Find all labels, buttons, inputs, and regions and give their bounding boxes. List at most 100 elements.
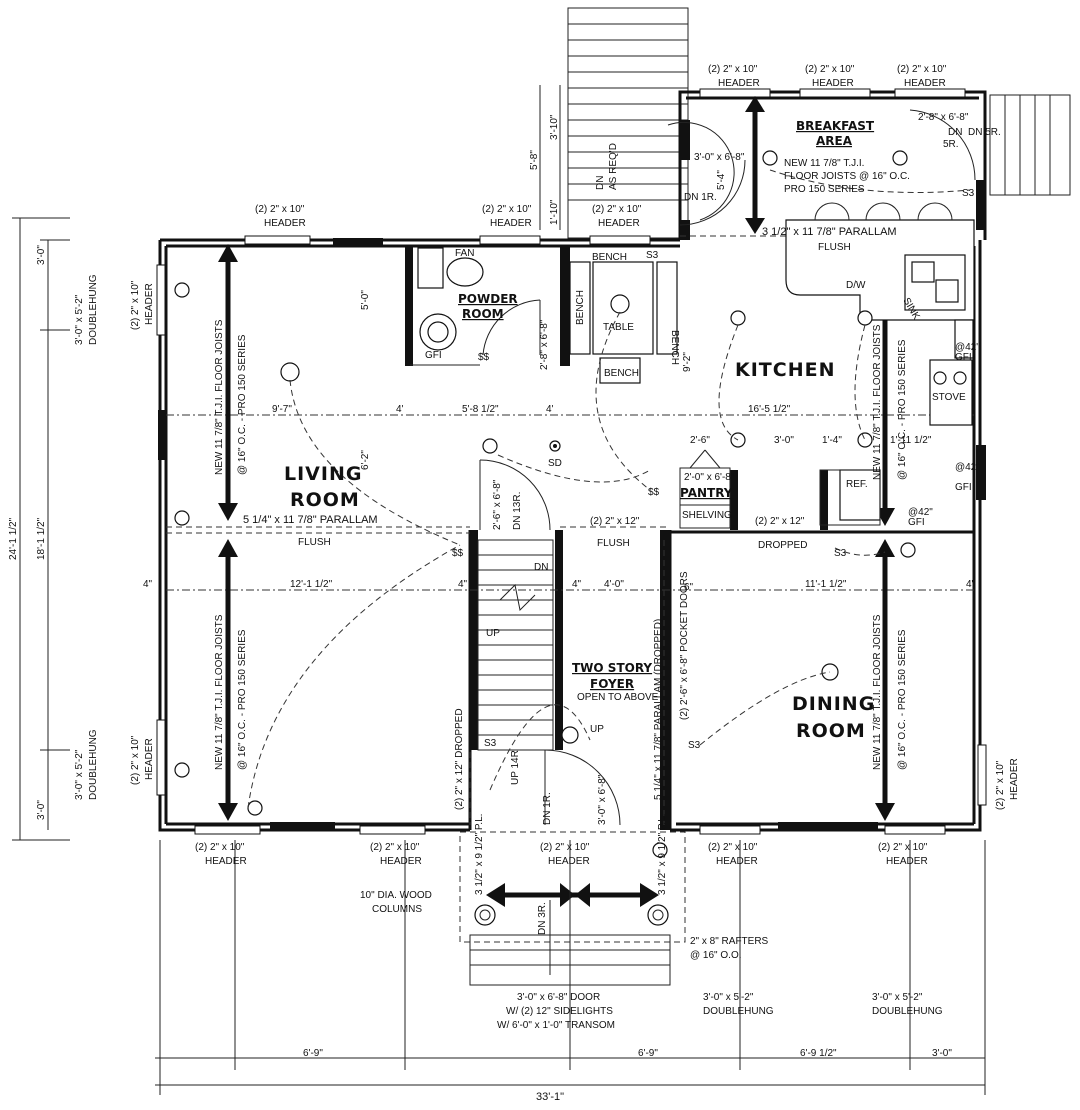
room-labels: LIVING ROOM KITCHEN DINING ROOM POWDER R… [284, 119, 875, 742]
door-side-dn: DN 5R. [968, 127, 1001, 138]
gfi-label-2: GFI [955, 482, 972, 493]
pantry-label: PANTRY [680, 486, 733, 500]
joist-note-breakfast-3: PRO 150 SERIES [784, 184, 865, 195]
joist-note-dining-1: NEW 11 7/8" T.J.I. FLOOR JOISTS [872, 614, 883, 770]
header-right-size: (2) 2" x 10" [995, 760, 1006, 810]
header-label-7: HEADER [205, 856, 247, 867]
joist-note-breakfast-2: FLOOR JOISTS @ 16" O.C. [784, 171, 910, 182]
header-size-11: (2) 2" x 10" [878, 842, 928, 853]
dim-living-w: 9'-7" [272, 404, 292, 415]
flush-label-kitchen: FLUSH [818, 242, 851, 253]
header-label-3: HEADER [598, 218, 640, 229]
header-size-9: (2) 2" x 10" [540, 842, 590, 853]
bench-label-bottom: BENCH [604, 368, 639, 379]
header-size-2: (2) 2" x 10" [482, 204, 532, 215]
dim-26: 2'-6" [690, 435, 710, 446]
header-label-4: HEADER [718, 78, 760, 89]
foyer-label-2: FOYER [590, 677, 634, 691]
powder-room-label-2: ROOM [462, 307, 504, 321]
switch-s3-dining: S3 [834, 548, 847, 559]
header-labels: (2) 2" x 10" HEADER (2) 2" x 10" HEADER … [130, 64, 1020, 867]
side-stairs: DN 5R. [943, 94, 1071, 196]
header-label-10: HEADER [716, 856, 758, 867]
window-bottom-1-label: DOUBLEHUNG [703, 1006, 774, 1017]
table-label: TABLE [603, 322, 634, 333]
joist-note-kitchen-1: NEW 11 7/8" T.J.I. FLOOR JOISTS [872, 324, 883, 480]
pocket-doors-note: (2) 2'-6" x 6'-8" POCKET DOORS [679, 571, 690, 720]
side-stair-dn: DN [948, 127, 962, 138]
beam-dropped-foyer: (2) 2" x 12" DROPPED [454, 708, 465, 810]
header-label-1: HEADER [264, 218, 306, 229]
column-size-left: 3 1/2" x 9 1/2" P.L. [474, 814, 485, 895]
dimension-labels: 33'-1" 24'-1 1/2" 18'-1 1/2" 3'-0" 3'-0"… [8, 114, 976, 1103]
misc-notes: 10" DIA. WOOD COLUMNS 2" x 8" RAFTERS @ … [360, 814, 769, 1031]
stair-dn-label: DN [595, 176, 606, 190]
beam-parallam-main: 5 1/4" x 11 7/8" PARALLAM [243, 514, 378, 526]
joist-note-living-low-1: NEW 11 7/8" T.J.I. FLOOR JOISTS [214, 614, 225, 770]
door-pantry: 2'-0" x 6'-8" [684, 472, 735, 483]
switch-ss-pantry: $$ [648, 487, 660, 498]
foyer-label-1: TWO STORY [572, 661, 652, 675]
wiring [247, 169, 971, 809]
header-label-11: HEADER [886, 856, 928, 867]
dim-30: 3'-0" [774, 435, 794, 446]
gfi-label-powder: GFI [425, 350, 442, 361]
door-front: 3'-0" x 6'-8" [597, 774, 608, 825]
smoke-detector-label: SD [548, 458, 562, 469]
joist-note-living-1: NEW 11 7/8" T.J.I. FLOOR JOISTS [214, 319, 225, 475]
dim-4-kitchen: 4' [546, 404, 554, 415]
dim-310: 3'-10" [549, 114, 560, 140]
dim-left-bottom: 3'-0" [36, 800, 47, 820]
dim-6: 6" [684, 582, 694, 593]
header-label-5: HEADER [812, 78, 854, 89]
columns-note-1: 10" DIA. WOOD [360, 890, 432, 901]
header-size-10: (2) 2" x 10" [708, 842, 758, 853]
window-left-top-label: DOUBLEHUNG [88, 274, 99, 345]
front-door-note-3: W/ 6'-0" x 1'-0" TRANSOM [497, 1020, 615, 1031]
header-2x12-kitchen: (2) 2" x 12" [755, 516, 805, 527]
dim-5: 5'-0" [360, 290, 371, 310]
gfi-label-1: GFI [955, 352, 972, 363]
header-left-top-size: (2) 2" x 10" [130, 280, 141, 330]
stair-up-14r: UP 14R [510, 750, 521, 785]
door-side: 2'-8" x 6'-8" [918, 112, 969, 123]
front-door-note-1: 3'-0" x 6'-8" DOOR [517, 992, 600, 1003]
dim-bottom-2: 6'-9" [638, 1048, 658, 1059]
joist-note-kitchen-2: @ 16" O.C. - PRO 150 SERIES [897, 339, 908, 480]
header-label-8: HEADER [380, 856, 422, 867]
dim-overall-width: 33'-1" [536, 1091, 564, 1103]
wall-blocks [158, 120, 986, 830]
main-stair [477, 539, 579, 751]
living-room-label-2: ROOM [290, 489, 360, 511]
header-size-4: (2) 2" x 10" [708, 64, 758, 75]
dim-4-right: 4" [966, 579, 976, 590]
breakfast-label-1: BREAKFAST [796, 119, 875, 133]
dim-depth-inner: 18'-1 1/2" [36, 517, 47, 560]
dim-62: 6'-2" [360, 450, 371, 470]
stair-dn-label-2: DN [534, 562, 548, 573]
dim-overall-depth: 24'-1 1/2" [8, 517, 19, 560]
porch-dn-3r: DN 3R. [537, 902, 548, 935]
fan-label: FAN [455, 248, 474, 259]
header-size-6: (2) 2" x 10" [897, 64, 947, 75]
gfi42-label-3: @42" [908, 507, 933, 518]
dim-4-stair: 4" [572, 579, 582, 590]
switch-s3-breakfast: S3 [962, 188, 975, 199]
door-swings [479, 109, 976, 826]
front-porch [459, 831, 686, 986]
dim-left-top: 3'-0" [36, 245, 47, 265]
foyer-note: OPEN TO ABOVE [577, 692, 659, 703]
dim-powder-w: 5'-8 1/2" [462, 404, 499, 415]
switch-ss-living: $$ [452, 548, 464, 559]
dim-4-foyer: 4" [458, 579, 468, 590]
dim-1-4: 1'-4" [822, 435, 842, 446]
switch-ss-powder: $$ [478, 352, 490, 363]
header-size-1: (2) 2" x 10" [255, 204, 305, 215]
rear-stair-treads [568, 23, 688, 201]
dimension-lines [12, 85, 986, 1095]
rafters-note-1: 2" x 8" RAFTERS [690, 936, 769, 947]
header-size-7: (2) 2" x 10" [195, 842, 245, 853]
bench-label-left: BENCH [575, 290, 586, 325]
gfi42-label-2: @42" [955, 462, 980, 473]
side-stair-5r: 5R. [943, 139, 959, 150]
